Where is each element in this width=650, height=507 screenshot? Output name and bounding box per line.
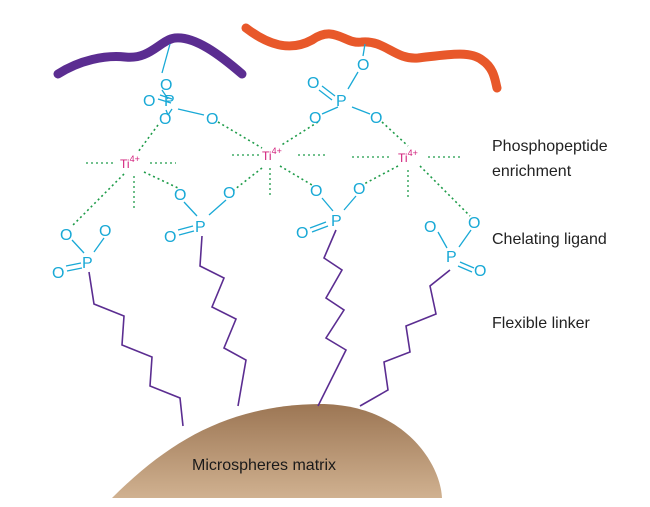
oxygen-atom: O: [474, 263, 486, 280]
phosphate-group-lower-3: [309, 195, 357, 233]
oxygen-atom: O: [296, 225, 308, 242]
oxygen-atom: O: [357, 57, 369, 74]
flexible-linker-2: [199, 235, 247, 407]
oxygen-atom: O: [174, 187, 186, 204]
label-phosphopeptide-enrichment-line1: Phosphopeptide: [492, 138, 608, 155]
matrix-label: Microspheres matrix: [192, 457, 336, 474]
oxygen-atom: O: [164, 229, 176, 246]
oxygen-atom: O: [353, 181, 365, 198]
phosphorus-atom: P: [164, 93, 175, 110]
titanium-ion: Ti4+: [398, 148, 418, 165]
phosphate-group-upper-left: [157, 43, 205, 116]
oxygen-atom: O: [60, 227, 72, 244]
titanium-ion: Ti4+: [120, 154, 140, 171]
flexible-linker-4: [359, 269, 451, 407]
flexible-linker-1: [88, 271, 184, 427]
titanium-ion: Ti4+: [262, 146, 282, 163]
phosphorus-atom: P: [446, 249, 457, 266]
phosphorus-atom: P: [336, 93, 347, 110]
phosphate-group-lower-4: [437, 229, 475, 273]
phosphate-group-lower-2: [177, 199, 227, 236]
oxygen-atom: O: [206, 111, 218, 128]
oxygen-atom: O: [424, 219, 436, 236]
oxygen-atom: O: [468, 215, 480, 232]
phosphate-group-upper-right: [318, 43, 371, 115]
oxygen-atom: O: [52, 265, 64, 282]
oxygen-atom: O: [143, 93, 155, 110]
peptide-chain-right: [241, 23, 502, 93]
oxygen-atom: O: [307, 75, 319, 92]
chelation-bonds: [71, 121, 471, 227]
oxygen-atom: O: [223, 185, 235, 202]
oxygen-atom: O: [99, 223, 111, 240]
oxygen-atom: O: [370, 110, 382, 127]
oxygen-atom: O: [159, 111, 171, 128]
label-phosphopeptide-enrichment-line2: enrichment: [492, 163, 572, 180]
phosphorus-atom: P: [195, 219, 206, 236]
oxygen-atom: O: [160, 77, 172, 94]
flexible-linker-3: [317, 229, 348, 407]
phosphate-group-lower-1: [65, 237, 105, 272]
phosphorus-atom: P: [82, 255, 93, 272]
phosphorus-atom: P: [331, 213, 342, 230]
oxygen-atom: O: [309, 110, 321, 127]
label-flexible-linker: Flexible linker: [492, 315, 590, 332]
label-chelating-ligand: Chelating ligand: [492, 231, 607, 248]
oxygen-atom: O: [310, 183, 322, 200]
coordination-rays: [86, 154, 462, 208]
microsphere-matrix: [112, 404, 442, 498]
peptide-chain-left: [53, 33, 247, 79]
